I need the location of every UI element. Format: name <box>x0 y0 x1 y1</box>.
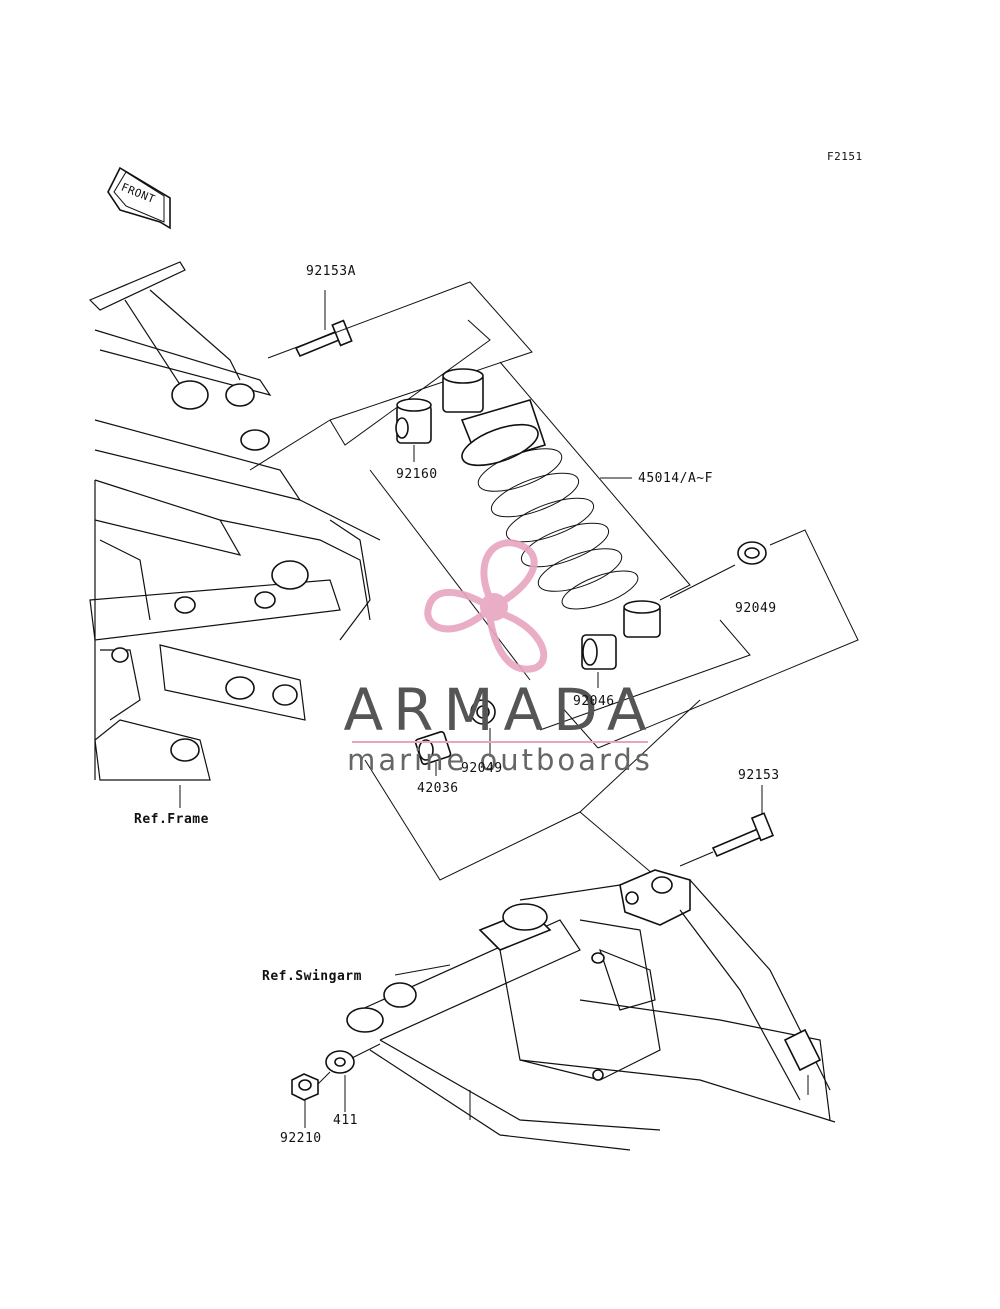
nut-92210 <box>291 1071 331 1128</box>
label-ref-swingarm: Ref.Swingarm <box>262 969 362 984</box>
label-92049-right: 92049 <box>735 601 777 616</box>
front-arrow-icon: FRONT <box>107 166 171 230</box>
watermark-tagline: marine outboards <box>347 743 653 777</box>
label-45014: 45014/A~F <box>638 471 713 486</box>
washer-411 <box>325 1043 381 1112</box>
label-92210: 92210 <box>280 1131 322 1146</box>
label-ref-frame: Ref.Frame <box>134 812 209 827</box>
label-42036: 42036 <box>417 781 459 796</box>
label-92160: 92160 <box>396 467 438 482</box>
bolt-92153 <box>579 785 775 881</box>
exploded-guide-lines-upper <box>249 281 533 681</box>
diagram-code: F2151 <box>827 150 863 163</box>
armada-logo-icon <box>424 539 548 673</box>
label-411: 411 <box>333 1113 358 1128</box>
label-92049-left: 92049 <box>461 761 503 776</box>
label-92046: 92046 <box>573 694 615 709</box>
seal-92049-left <box>470 699 496 757</box>
shock-absorber-45014 <box>442 361 691 638</box>
swingarm-illustration <box>346 869 836 1151</box>
frame-illustration <box>88 261 381 808</box>
sleeve-42036 <box>364 699 701 881</box>
bushing-92160 <box>395 398 432 462</box>
label-92153: 92153 <box>738 768 780 783</box>
bolt-92153a <box>294 290 353 358</box>
watermark-name: ARMADA <box>343 676 656 744</box>
label-92153a: 92153A <box>306 264 356 279</box>
bearing-92046 <box>539 619 751 731</box>
seal-92049-right <box>559 529 859 749</box>
